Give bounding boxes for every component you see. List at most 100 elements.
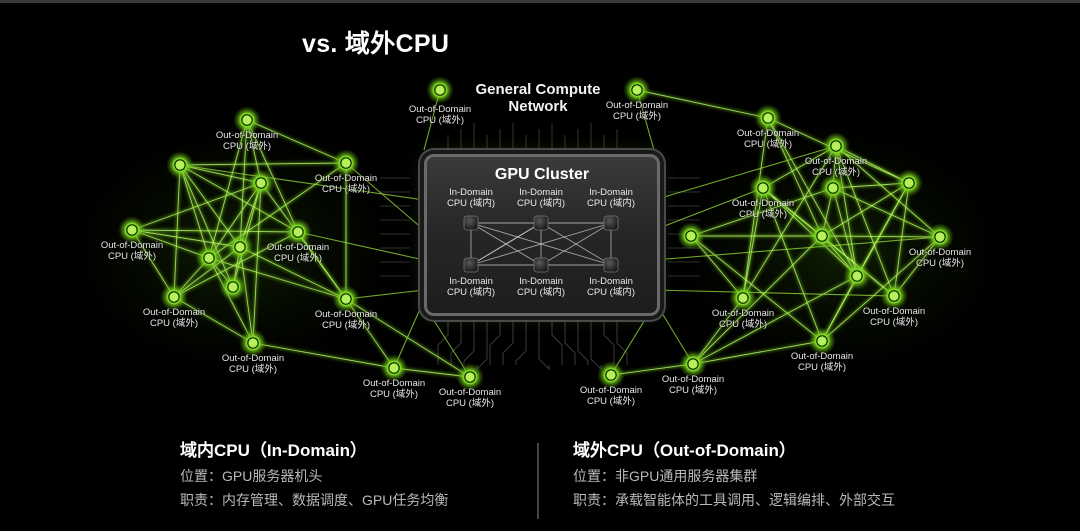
- circuit-trace: [450, 316, 462, 365]
- node-label-line1: Out-of-Domain: [579, 385, 643, 396]
- circuit-trace: [538, 316, 550, 371]
- circuit-trace: [515, 316, 527, 365]
- in-domain-section: 域内CPU（In-Domain） 位置：GPU服务器机头 职责：内存管理、数据调…: [180, 440, 448, 510]
- node-label-line1: Out-of-Domain: [711, 308, 775, 319]
- in-label-line1: In-Domain: [519, 187, 563, 198]
- right-edge: [692, 275, 858, 365]
- out-domain-cpu-node: [677, 222, 705, 250]
- right-cluster-link: [653, 145, 837, 201]
- left-cluster-link: [345, 162, 425, 231]
- right-edge: [821, 236, 941, 342]
- out-domain-cpu-node: [380, 354, 408, 382]
- network-label-line2: Network: [508, 98, 568, 115]
- in-domain-cpu-chip: [533, 215, 549, 231]
- node-label-line1: Out-of-Domain: [438, 387, 502, 398]
- right-edge: [767, 117, 823, 237]
- node-label-line1: Out-of-Domain: [790, 351, 854, 362]
- node-label-line1: Out-of-Domain: [266, 242, 330, 253]
- section-divider: [537, 443, 539, 519]
- circuit-trace: [577, 316, 589, 365]
- right-edge: [821, 235, 941, 238]
- in-domain-cpu-chip: [533, 257, 549, 273]
- node-label-line1: Out-of-Domain: [408, 104, 472, 115]
- right-edge: [893, 182, 910, 297]
- in-label-line2: CPU (域内): [446, 287, 496, 298]
- out-domain-cpu-node: [754, 104, 782, 132]
- out-domain-cpu-node: [808, 327, 836, 355]
- out-domain-cpu-node: [118, 216, 146, 244]
- right-edge: [835, 145, 941, 238]
- left-edge: [173, 231, 299, 298]
- left-edge: [252, 342, 395, 369]
- out-domain-cpu-node: [233, 106, 261, 134]
- left-edge: [208, 182, 262, 259]
- left-edge: [239, 119, 248, 248]
- right-edge: [692, 340, 823, 365]
- out-domain-cpu-node: [729, 284, 757, 312]
- node-label-line1: Out-of-Domain: [731, 198, 795, 209]
- outer-nodes: [118, 76, 954, 391]
- right-edge: [742, 117, 769, 299]
- node-label-line2: CPU (域外): [738, 209, 788, 220]
- right-edge: [832, 187, 941, 238]
- node-label-line2: CPU (域外): [869, 317, 919, 328]
- in-label-line2: CPU (域内): [516, 287, 566, 298]
- left-edge: [239, 246, 347, 300]
- left-edge: [131, 182, 262, 231]
- out-domain-cpu-node: [926, 223, 954, 251]
- left-edge: [208, 257, 347, 300]
- node-label-line2: CPU (域外): [445, 398, 495, 409]
- cluster-link: [540, 222, 612, 266]
- cluster-link: [470, 222, 612, 266]
- left-edge: [345, 298, 395, 369]
- node-label-line1: Out-of-Domain: [804, 156, 868, 167]
- network-label-line1: General Compute: [475, 81, 601, 98]
- out-domain-cpu-node: [239, 329, 267, 357]
- in-label-line1: In-Domain: [449, 187, 493, 198]
- circuit-trace: [502, 316, 514, 365]
- out-domain-duty: 职责：承载智能体的工具调用、逻辑编排、外部交互: [573, 492, 895, 508]
- node-label-line2: CPU (域外): [743, 139, 793, 150]
- right-edge: [767, 117, 858, 277]
- circuit-trace: [476, 316, 488, 371]
- left-edge: [131, 229, 299, 233]
- node-label-line2: CPU (域外): [797, 362, 847, 373]
- node-label-line1: Out-of-Domain: [362, 378, 426, 389]
- out-domain-cpu-node: [332, 149, 360, 177]
- out-domain-heading: 域外CPU（Out-of-Domain）: [573, 441, 796, 460]
- in-label-line2: CPU (域内): [446, 198, 496, 209]
- left-edge: [179, 164, 241, 248]
- left-edge: [173, 164, 181, 298]
- node-label-line1: Out-of-Domain: [142, 307, 206, 318]
- right-edge: [742, 187, 764, 299]
- in-label-line1: In-Domain: [519, 276, 563, 287]
- left-edge: [179, 162, 347, 166]
- node-label-line1: Out-of-Domain: [100, 240, 164, 251]
- out-domain-cpu-node: [426, 76, 454, 104]
- out-domain-cpu-node: [623, 76, 651, 104]
- right-edge: [742, 145, 837, 299]
- out-domain-cpu-node: [749, 174, 777, 202]
- node-label-line1: Out-of-Domain: [862, 306, 926, 317]
- left-edge: [208, 119, 248, 259]
- node-label-line1: Out-of-Domain: [605, 100, 669, 111]
- node-label-line2: CPU (域外): [718, 319, 768, 330]
- left-cluster-link: [297, 231, 425, 261]
- page-title: vs. 域外CPU: [302, 30, 450, 58]
- out-domain-cpu-node: [284, 218, 312, 246]
- in-domain-cpu-chip: [463, 215, 479, 231]
- right-edge: [762, 187, 823, 342]
- general-compute-network-label: General Compute Network: [475, 81, 600, 115]
